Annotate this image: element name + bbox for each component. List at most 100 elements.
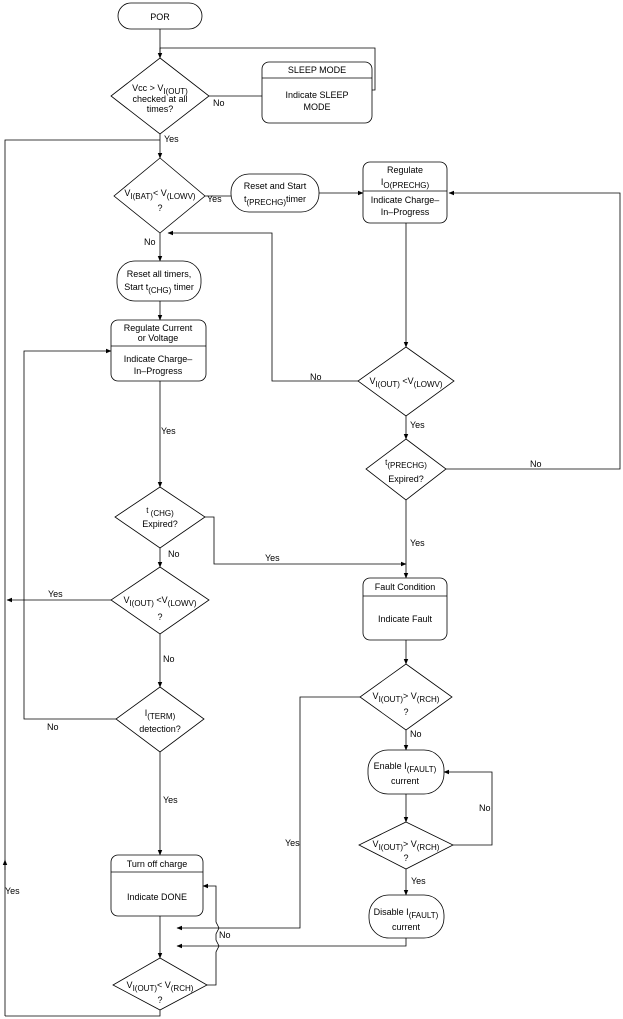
reg-prechg-title: Regulate bbox=[387, 165, 423, 175]
chg-expired: Expired? bbox=[142, 519, 178, 529]
label-no-rch-done: No bbox=[219, 930, 231, 940]
reg-prechg-sub: O(PRECHG) bbox=[383, 181, 429, 190]
reset-all-start: Start t bbox=[124, 282, 149, 292]
rchd-lt: < V bbox=[157, 980, 171, 990]
vout-rch-fault-decision: VI(OUT)> V(RCH) ? bbox=[359, 663, 453, 731]
svg-text:Start t(CHG) timer: Start t(CHG) timer bbox=[124, 282, 194, 295]
left-yes-return bbox=[4, 139, 160, 1016]
svg-text:t(PRECHG): t(PRECHG) bbox=[385, 458, 427, 470]
reset-prechg-sub: (PRECHG) bbox=[246, 198, 286, 207]
term-sub: (TERM) bbox=[147, 712, 175, 721]
vcc-text-sub: I(OUT) bbox=[163, 87, 188, 96]
label-yes-return: Yes bbox=[5, 886, 20, 896]
enable-fault-box: Enable I(FAULT) current bbox=[367, 749, 445, 795]
vout-rch-done-decision: VI(OUT)< V(RCH) ? bbox=[112, 957, 208, 1011]
sleep-title: SLEEP MODE bbox=[288, 65, 346, 75]
reset-all-timer: timer bbox=[171, 282, 194, 292]
reset-all-sub: (CHG) bbox=[148, 286, 171, 295]
vout-lowv-left-decision: VI(OUT) <V(LOWV) ? bbox=[110, 566, 210, 635]
disable-to-done-line bbox=[176, 938, 407, 949]
label-yes-lowv-right: Yes bbox=[410, 420, 425, 430]
svg-text:t(PRECHG)timer: t(PRECHG)timer bbox=[244, 194, 306, 207]
rchf-sub2: (RCH) bbox=[417, 695, 440, 704]
chg-expired-decision: t (CHG) Expired? bbox=[114, 486, 206, 549]
term-i: I bbox=[145, 708, 148, 718]
rch2-gt: > V bbox=[403, 839, 417, 849]
fault-body: Indicate Fault bbox=[378, 614, 433, 624]
sleep-body-1: Indicate SLEEP bbox=[285, 90, 348, 100]
lowvl-q: ? bbox=[157, 612, 162, 622]
reg-cv-title-2: or Voltage bbox=[138, 333, 179, 343]
disable-fault-box: Disable I(FAULT) current bbox=[368, 894, 445, 939]
label-no-vcc: No bbox=[213, 98, 225, 108]
rchf-gt: > V bbox=[403, 691, 417, 701]
lowv-no-to-reset-all bbox=[167, 230, 358, 382]
regulate-prechg-box: Regulate IO(PRECHG) Indicate Charge– In–… bbox=[362, 161, 448, 224]
rch2-v: V bbox=[373, 839, 379, 849]
rchf-v: V bbox=[373, 691, 379, 701]
reset-prechg-1: Reset and Start bbox=[244, 181, 307, 191]
svg-text:VI(OUT)> V(RCH): VI(OUT)> V(RCH) bbox=[373, 839, 440, 852]
svg-text:VI(OUT) <V(LOWV): VI(OUT) <V(LOWV) bbox=[369, 376, 442, 389]
label-no-vbat: No bbox=[144, 237, 156, 247]
vbat-sub2: (LOWV) bbox=[167, 192, 196, 201]
svg-text:Enable I(FAULT): Enable I(FAULT) bbox=[374, 761, 437, 774]
label-no-lowv-right: No bbox=[310, 372, 322, 382]
rchd-q: ? bbox=[157, 995, 162, 1005]
lowvr-v: V bbox=[369, 376, 375, 386]
enable-sub: (FAULT) bbox=[407, 765, 437, 774]
reg-cv-title-1: Regulate Current bbox=[124, 323, 193, 333]
vbat-q: ? bbox=[157, 203, 162, 213]
vbat-v: V bbox=[124, 188, 130, 198]
disable-current: current bbox=[392, 922, 421, 932]
reg-prechg-i: I bbox=[381, 177, 384, 187]
rchf-q: ? bbox=[403, 707, 408, 717]
rch-done-yes-return bbox=[5, 1010, 161, 1017]
disable-label: Disable I bbox=[374, 907, 409, 917]
term-detect: detection? bbox=[139, 724, 181, 734]
rch-done-no-back bbox=[202, 883, 220, 986]
reset-prechg-t: t bbox=[244, 194, 247, 204]
reset-prechg-box: Reset and Start t(PRECHG)timer bbox=[230, 173, 320, 213]
label-yes-prechg: Yes bbox=[410, 538, 425, 548]
label-yes-chg: Yes bbox=[265, 553, 280, 563]
reg-cv-body-1: Indicate Charge– bbox=[124, 354, 193, 364]
turn-off-body: Indicate DONE bbox=[127, 892, 187, 902]
svg-text:IO(PRECHG): IO(PRECHG) bbox=[381, 177, 430, 190]
term-detection-decision: I(TERM) detection? bbox=[115, 686, 205, 753]
connectors bbox=[2, 29, 621, 1017]
label-no-rch-fault: No bbox=[410, 729, 422, 739]
rchf-sub1: I(OUT) bbox=[379, 695, 404, 704]
label-yes-rch-fault: Yes bbox=[285, 838, 300, 848]
rchd-v: V bbox=[127, 980, 133, 990]
vbat-sub1: I(BAT) bbox=[130, 192, 153, 201]
por-label: POR bbox=[150, 12, 170, 22]
enable-current: current bbox=[391, 776, 420, 786]
reset-all-box: Reset all timers, Start t(CHG) timer bbox=[116, 260, 202, 302]
enable-label: Enable I bbox=[374, 761, 407, 771]
prechg-expired-decision: t(PRECHG) Expired? bbox=[365, 438, 447, 501]
reset-all-1: Reset all timers, bbox=[127, 269, 192, 279]
svg-text:I(TERM): I(TERM) bbox=[145, 708, 176, 721]
label-no-chg: No bbox=[168, 549, 180, 559]
prechg-sub: (PRECHG) bbox=[387, 461, 427, 470]
label-yes-vbat: Yes bbox=[207, 194, 222, 204]
lowvl-sub1: I(OUT) bbox=[129, 599, 154, 608]
prechg-no-loop bbox=[446, 190, 621, 470]
rch2-no-loop bbox=[443, 769, 493, 846]
rchd-sub1: I(OUT) bbox=[133, 984, 158, 993]
rch2-q: ? bbox=[403, 853, 408, 863]
vcc-text-3: times? bbox=[147, 104, 174, 114]
rch2-sub1: I(OUT) bbox=[379, 843, 404, 852]
rchd-sub2: (RCH) bbox=[171, 984, 194, 993]
sleep-mode-box: SLEEP MODE Indicate SLEEP MODE bbox=[261, 61, 373, 124]
label-yes-term: Yes bbox=[163, 795, 178, 805]
label-no-lowv-left: No bbox=[163, 654, 175, 664]
vcc-decision: Vcc > VI(OUT) checked at all times? bbox=[110, 57, 210, 135]
turn-off-charge-box: Turn off charge Indicate DONE bbox=[110, 854, 204, 917]
fault-condition-box: Fault Condition Indicate Fault bbox=[362, 577, 448, 641]
rch2-sub2: (RCH) bbox=[417, 843, 440, 852]
lowvl-lt: <V bbox=[154, 595, 168, 605]
term-no-to-reg-cv bbox=[23, 348, 116, 720]
